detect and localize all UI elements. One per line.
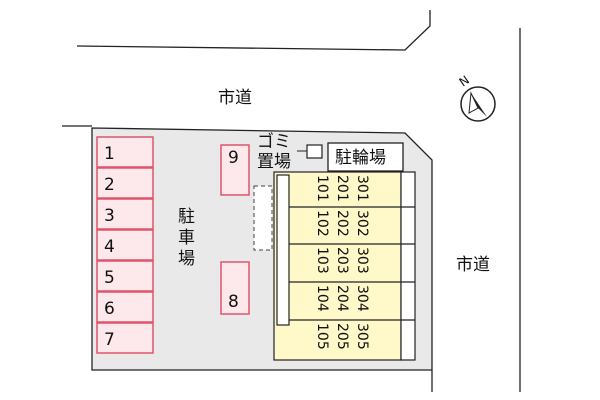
unit-number: 105 <box>314 323 330 350</box>
parking-slot-8: 8 <box>220 261 250 315</box>
parking-slot: 4 <box>96 229 154 261</box>
parking-slot-label: 7 <box>104 330 115 350</box>
apartment-building <box>273 171 416 361</box>
unit-number: 301 <box>354 175 370 202</box>
parking-slot: 2 <box>96 167 154 199</box>
road-top-edge <box>76 10 431 51</box>
unit-number: 304 <box>354 285 370 312</box>
parking-slot-9: 9 <box>220 144 250 196</box>
bicycle-parking-label: 駐輪場 <box>335 148 386 168</box>
unit-number: 104 <box>314 285 330 312</box>
parking-slot: 1 <box>96 136 154 168</box>
garbage-area-label-2: 置場 <box>257 152 291 172</box>
parking-slot-label: 3 <box>104 206 115 226</box>
garbage-box <box>306 144 323 159</box>
unit-number: 205 <box>334 323 350 350</box>
parking-slot-label: 1 <box>104 144 115 164</box>
compass-n-label: N <box>457 73 472 90</box>
parking-slot-label: 2 <box>104 175 115 195</box>
parking-slot: 5 <box>96 260 154 292</box>
parking-slot-label: 9 <box>228 148 239 168</box>
parking-slot-label: 5 <box>104 268 115 288</box>
unit-number: 305 <box>354 323 370 350</box>
unit-number: 103 <box>314 247 330 274</box>
parking-slot-label: 4 <box>104 237 115 257</box>
road-label-top: 市道 <box>218 88 252 108</box>
parking-slot: 3 <box>96 198 154 230</box>
garbage-area-label-1: ゴミ <box>257 131 291 152</box>
unit-number: 101 <box>314 175 330 202</box>
unit-dividers <box>289 206 415 321</box>
parking-slot: 6 <box>96 291 154 323</box>
unit-number: 201 <box>334 175 350 202</box>
road-label-right: 市道 <box>456 255 490 275</box>
parking-slot-label: 8 <box>228 292 239 312</box>
corridor <box>276 174 290 326</box>
dashed-area <box>253 185 273 251</box>
unit-number: 203 <box>334 247 350 274</box>
unit-numbers: 301 302 303 304 305 201 202 203 204 205 … <box>314 175 370 350</box>
parking-lot-label-2: 車 <box>178 228 195 248</box>
bicycle-parking <box>327 142 404 172</box>
parking-slot: 7 <box>96 322 154 354</box>
unit-number: 302 <box>354 210 370 237</box>
unit-number: 303 <box>354 247 370 274</box>
parking-lot-label-3: 場 <box>178 249 195 269</box>
balcony-strip <box>400 171 416 361</box>
unit-number: 202 <box>334 210 350 237</box>
road-lines <box>62 10 521 392</box>
parking-lot-label-1: 駐 <box>178 207 195 227</box>
unit-number: 204 <box>334 285 350 312</box>
north-arrow-icon: N <box>457 73 496 122</box>
parking-slot-label: 6 <box>104 299 115 319</box>
unit-number: 102 <box>314 210 330 237</box>
